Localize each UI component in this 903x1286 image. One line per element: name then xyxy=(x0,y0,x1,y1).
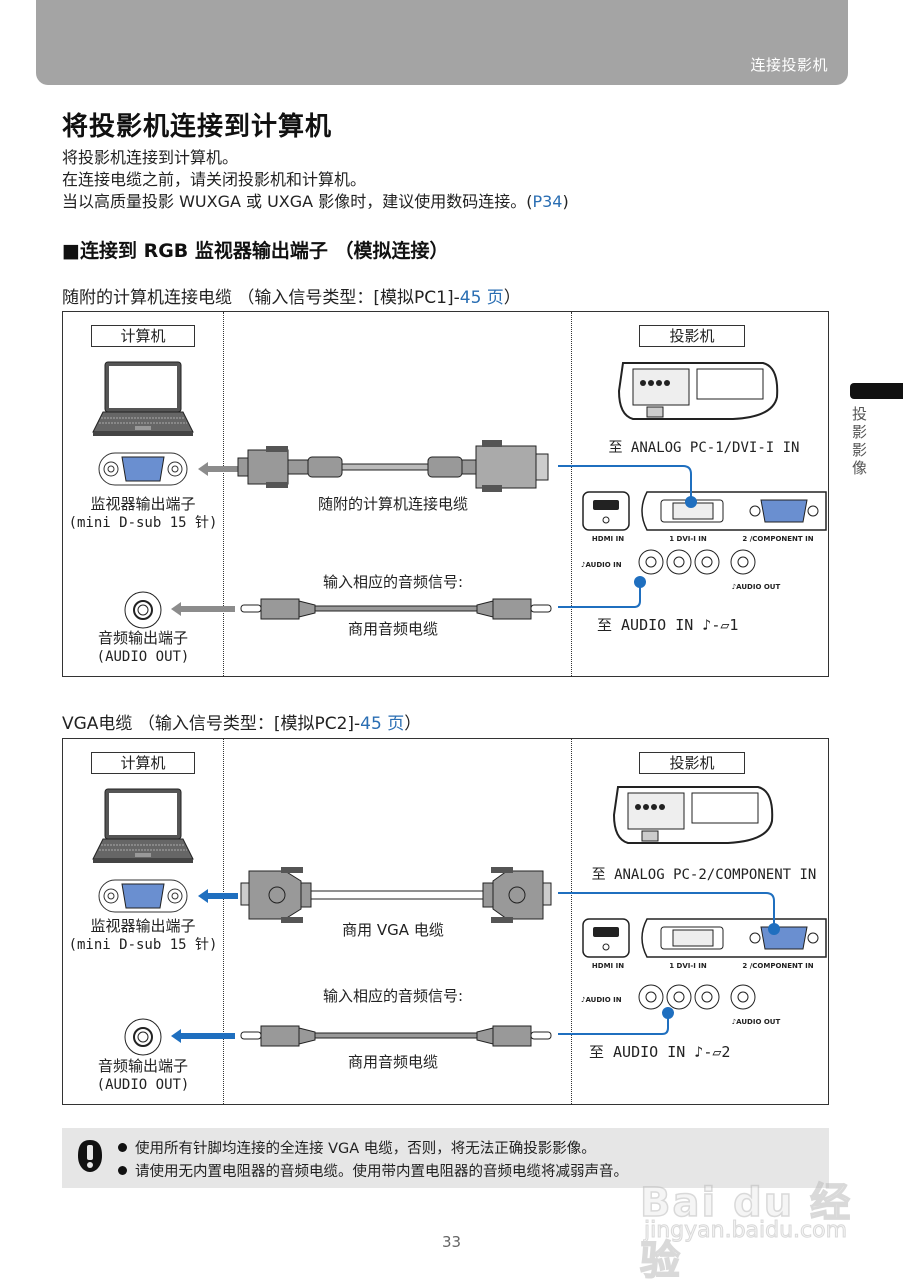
port-label-audio-out: ♪AUDIO OUT xyxy=(731,583,781,591)
arrow-left-icon xyxy=(171,602,235,616)
audio-cable-icon xyxy=(240,1025,552,1047)
bullet-icon xyxy=(118,1143,127,1152)
to-audio-num: 2 xyxy=(721,1043,731,1061)
audio-port-sub: (AUDIO OUT) xyxy=(96,649,190,665)
monitor-port-sub: (mini D-sub 15 针) xyxy=(68,937,218,953)
diagram1-caption: 随附的计算机连接电缆 （输入信号类型：[模拟PC1]-45 页） xyxy=(62,283,521,308)
port-label-hdmi: HDMI IN xyxy=(591,535,625,543)
bullet-icon xyxy=(118,1166,127,1175)
section-title: 连接投影机 xyxy=(750,56,828,74)
side-tab-marker xyxy=(850,383,903,399)
note-text: 请使用无内置电阻器的音频电缆。使用带内置电阻器的音频电缆将减弱声音。 xyxy=(135,1164,628,1180)
audio-cable-icon xyxy=(240,598,552,620)
arrow-left-icon xyxy=(198,462,238,476)
diagram2-caption: VGA电缆 （输入信号类型：[模拟PC2]-45 页） xyxy=(62,709,421,734)
side-tab-label: 投影影像 xyxy=(850,406,868,478)
to-audio-port: 至 AUDIO IN ♪-▱1 xyxy=(597,616,817,635)
diagram1-page-link[interactable]: 45 页 xyxy=(459,288,504,308)
note-item: 使用所有针脚均连接的全连接 VGA 电缆，否则，将无法正确投影影像。 xyxy=(118,1137,596,1158)
port-label-component: 2 /COMPONENT IN xyxy=(742,535,814,543)
diagram2-caption-end: ） xyxy=(404,714,422,734)
port-label-audio-out: ♪AUDIO OUT xyxy=(731,1018,781,1026)
monitor-port-sub: (mini D-sub 15 针) xyxy=(68,515,218,531)
diagram1-panel: 计算机 投影机 监视器输出端子 (mini D-sub 15 针) 随附的计算机 xyxy=(62,311,829,677)
page-title: 将投影机连接到计算机 xyxy=(62,112,333,142)
projector-label: 投影机 xyxy=(639,752,745,774)
monitor-port-label: 监视器输出端子 xyxy=(90,917,196,935)
intro-line-2: 在连接电缆之前，请关闭投影机和计算机。 xyxy=(62,170,367,189)
page-link-p34[interactable]: P34 xyxy=(532,192,563,211)
audio-cable-label: 商用音频电缆 xyxy=(347,1053,438,1071)
audio-cable-label: 商用音频电缆 xyxy=(347,620,438,638)
baidu-watermark: Bai du 经验 jingyan.baidu.com xyxy=(639,1150,860,1285)
to-audio-port: 至 AUDIO IN ♪-▱2 xyxy=(589,1043,809,1062)
audio-port-label: 音频输出端子 xyxy=(97,1057,188,1075)
cable-label: 随附的计算机连接电缆 xyxy=(317,495,468,513)
to-audio-num: 1 xyxy=(729,616,739,634)
watermark-url: jingyan.baidu.com xyxy=(643,1218,848,1244)
port-label-dvi: 1 DVI-I IN xyxy=(669,962,707,970)
intro-line-3-end: ) xyxy=(562,192,569,211)
audio-port-sub: (AUDIO OUT) xyxy=(96,1077,190,1093)
audio-hint: 输入相应的音频信号: xyxy=(322,987,464,1005)
laptop-small-icon: ▱ xyxy=(720,616,730,634)
note-item: 请使用无内置电阻器的音频电缆。使用带内置电阻器的音频电缆将减弱声音。 xyxy=(118,1160,628,1181)
intro-line-3-text: 当以高质量投影 WUXGA 或 UXGA 影像时，建议使用数码连接。( xyxy=(62,192,533,211)
audio-hint: 输入相应的音频信号: xyxy=(322,573,464,591)
diagram2-panel: 计算机 投影机 监视器输出端子 (mini D-sub 15 针) 商用 VGA… xyxy=(62,738,829,1105)
computer-cable-icon xyxy=(237,440,549,492)
laptop-icon xyxy=(92,361,194,436)
diagram1-caption-end: ） xyxy=(503,288,521,308)
divider xyxy=(571,312,572,676)
page-number: 33 xyxy=(441,1233,462,1251)
divider xyxy=(571,739,572,1104)
to-audio-text: 至 AUDIO IN ♪- xyxy=(597,616,721,634)
to-video-port: 至 ANALOG PC-2/COMPONENT IN xyxy=(591,867,817,883)
laptop-icon xyxy=(92,788,194,863)
port-label-audio-in: ♪AUDIO IN xyxy=(581,561,622,569)
header-bar: 连接投影机 xyxy=(36,0,848,85)
audio-jack-icon xyxy=(124,1018,162,1056)
port-label-hdmi: HDMI IN xyxy=(591,962,625,970)
diagram2-page-link[interactable]: 45 页 xyxy=(360,714,405,734)
connection-lines xyxy=(558,892,780,1035)
computer-label: 计算机 xyxy=(91,752,195,774)
projector-icon xyxy=(617,362,779,420)
watermark-logo-text: Bai du 经验 xyxy=(639,1179,853,1285)
intro-line-1: 将投影机连接到计算机。 xyxy=(62,148,239,167)
vga-cable-icon xyxy=(240,867,552,923)
intro-text: 将投影机连接到计算机。 在连接电缆之前，请关闭投影机和计算机。 当以高质量投影 … xyxy=(62,147,569,213)
port-label-dvi: 1 DVI-I IN xyxy=(669,535,707,543)
note-text: 使用所有针脚均连接的全连接 VGA 电缆，否则，将无法正确投影影像。 xyxy=(135,1141,596,1157)
to-audio-text: 至 AUDIO IN ♪- xyxy=(589,1043,713,1061)
arrow-left-icon xyxy=(198,889,238,903)
audio-port-label: 音频输出端子 xyxy=(97,629,188,647)
audio-jack-icon xyxy=(124,591,162,629)
port-label-component: 2 /COMPONENT IN xyxy=(742,962,814,970)
projector-label: 投影机 xyxy=(639,325,745,347)
connection-lines xyxy=(558,465,697,608)
vga-port-icon xyxy=(98,879,188,913)
vga-port-icon xyxy=(98,452,188,486)
caution-icon xyxy=(78,1140,102,1172)
diagram2-caption-text: VGA电缆 （输入信号类型：[模拟PC2]- xyxy=(62,714,361,734)
divider xyxy=(223,739,224,1104)
cable-label: 商用 VGA 电缆 xyxy=(342,921,444,939)
laptop-small-icon: ▱ xyxy=(712,1043,722,1061)
intro-line-3: 当以高质量投影 WUXGA 或 UXGA 影像时，建议使用数码连接。(P34) xyxy=(62,191,569,213)
divider xyxy=(223,312,224,676)
section-heading: ■连接到 RGB 监视器输出端子 （模拟连接） xyxy=(62,240,449,262)
port-label-audio-in: ♪AUDIO IN xyxy=(581,996,622,1004)
diagram1-caption-text: 随附的计算机连接电缆 （输入信号类型：[模拟PC1]- xyxy=(62,288,460,308)
caution-note: 使用所有针脚均连接的全连接 VGA 电缆，否则，将无法正确投影影像。 请使用无内… xyxy=(62,1128,829,1188)
projector-icon xyxy=(612,786,774,844)
to-video-port: 至 ANALOG PC-1/DVI-I IN xyxy=(608,440,800,456)
arrow-left-icon xyxy=(171,1029,235,1043)
computer-label: 计算机 xyxy=(91,325,195,347)
monitor-port-label: 监视器输出端子 xyxy=(90,495,196,513)
